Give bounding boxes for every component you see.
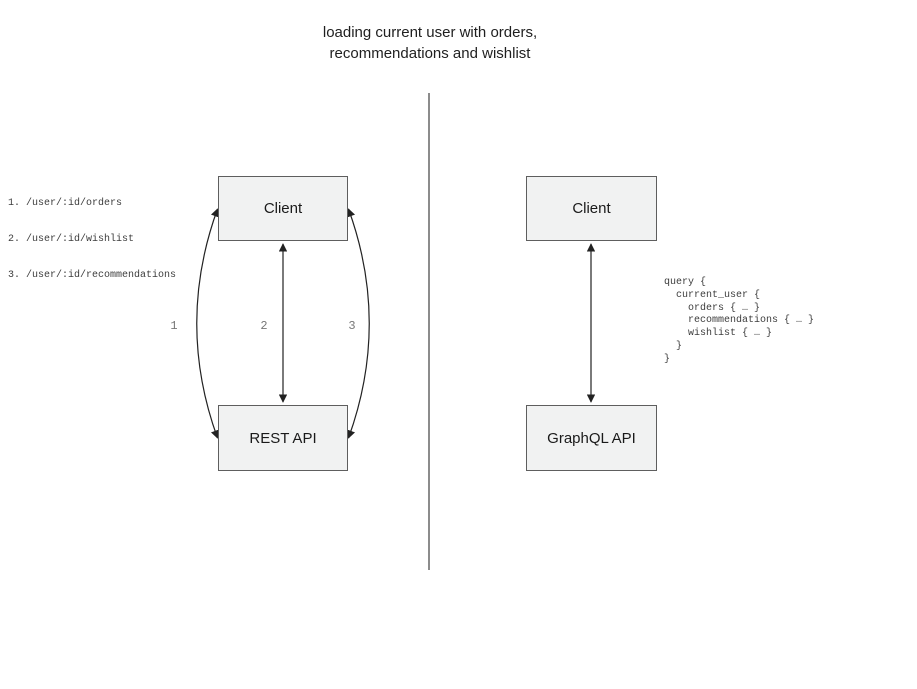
request-label-2: 2 xyxy=(260,319,268,333)
rest-endpoint-wishlist: 2. /user/:id/wishlist xyxy=(8,234,135,245)
rest-endpoint-recommendations: 3. /user/:id/recommendations xyxy=(8,270,177,281)
rest-endpoint-orders: 1. /user/:id/orders xyxy=(8,198,123,209)
rest-arrow-3-curve xyxy=(347,208,370,439)
client-box-rest-side-label: Client xyxy=(263,200,303,217)
diagram-title-line1: loading current user with orders, xyxy=(322,24,538,41)
request-label-3: 3 xyxy=(348,319,356,333)
rest-arrow-1-curve xyxy=(196,208,219,439)
graphql-api-box-label: GraphQL API xyxy=(547,429,636,447)
client-box-graphql-side-label: Client xyxy=(572,200,611,217)
graphql-query-snippet: query { current_user { orders { … } reco… xyxy=(664,277,815,365)
diagram-title-line2: recommendations and wishlist xyxy=(329,45,531,62)
request-label-1: 1 xyxy=(170,319,178,333)
client-box-graphql-side: Client xyxy=(526,176,657,241)
graphql-api-box: GraphQL API xyxy=(526,405,657,471)
rest-api-box: REST API xyxy=(218,405,348,471)
rest-api-box-label: REST API xyxy=(249,429,317,447)
client-box-rest-side: Client xyxy=(218,176,348,241)
diagram-title: loading current user with orders, recomm… xyxy=(180,22,680,64)
rest-endpoint-list: 1. /user/:id/orders 2. /user/:id/wishlis… xyxy=(8,174,176,306)
